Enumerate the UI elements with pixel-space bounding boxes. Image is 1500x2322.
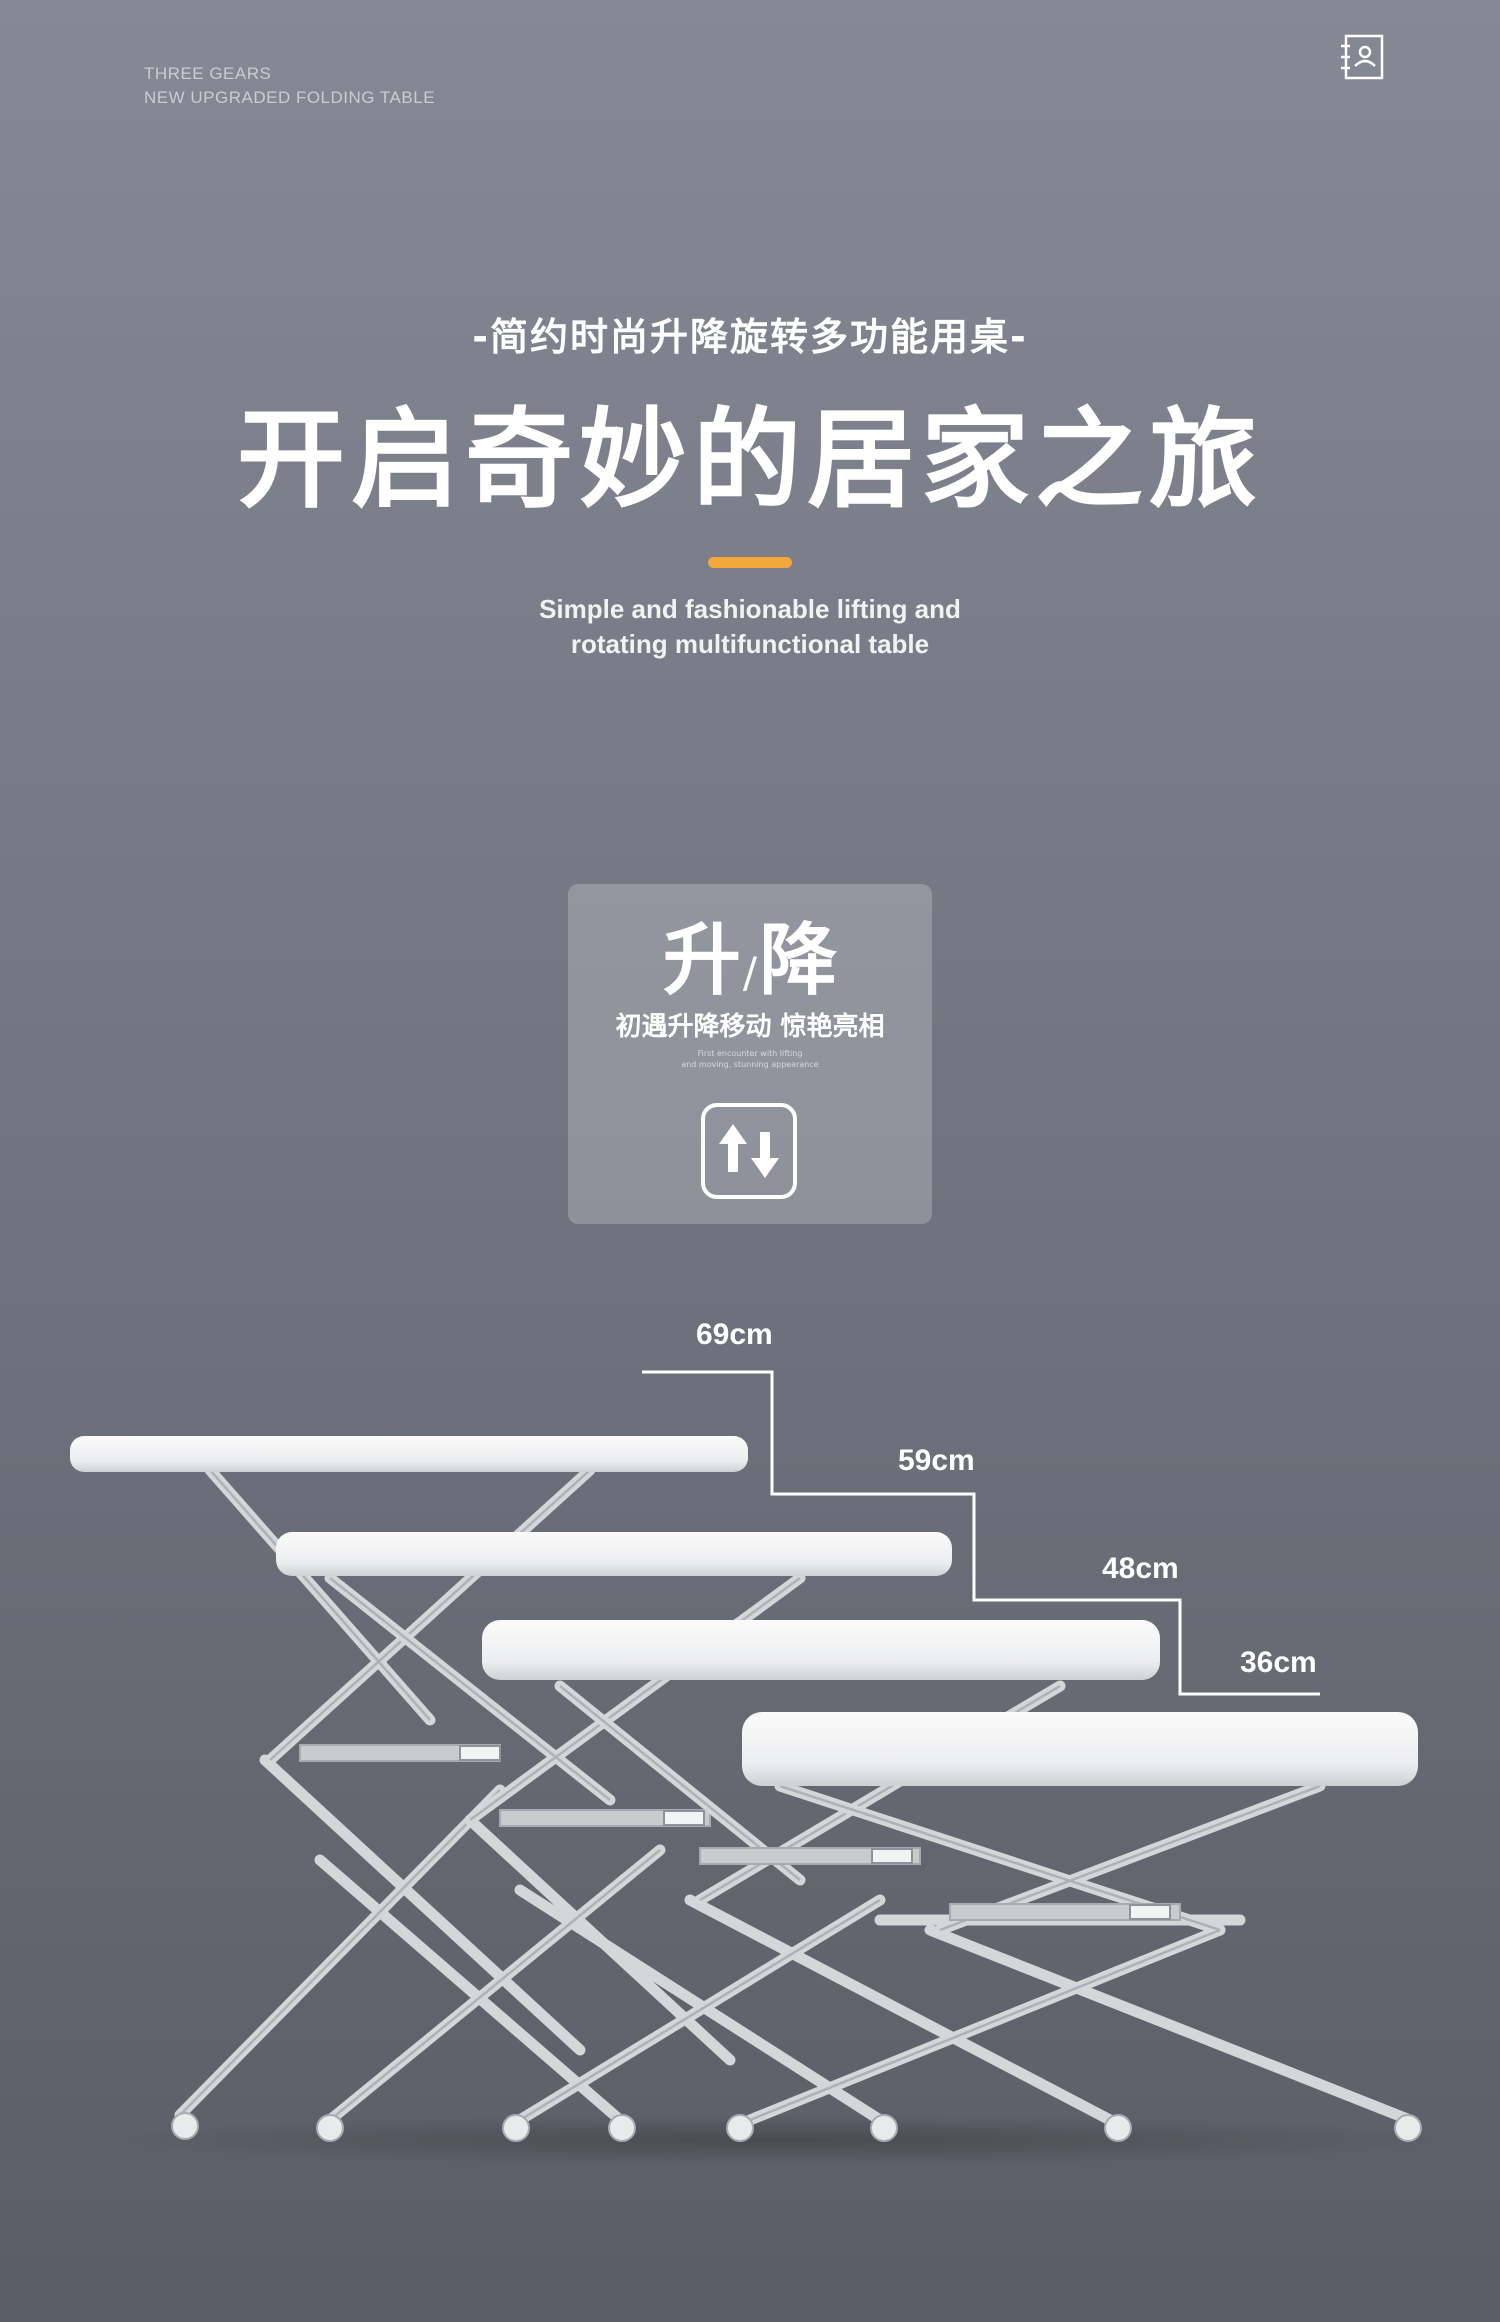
feature-caption: 初遇升降移动 惊艳亮相 (615, 1012, 885, 1042)
headline: 开启奇妙的居家之旅 (236, 398, 1263, 523)
subtitle-chinese: -简约时尚升降旋转多功能用桌- (472, 315, 1028, 359)
height-label-59cm: 59cm (898, 1444, 975, 1477)
brand-text: THREE GEARS NEW UPGRADED FOLDING TABLE (144, 62, 435, 110)
subtitle-english: Simple and fashionable lifting and rotat… (0, 592, 1500, 662)
product-illustration (70, 1370, 1480, 2166)
height-label-48cm: 48cm (1102, 1552, 1179, 1585)
feature-small-text: First encounter with lifting and moving,… (568, 1048, 932, 1070)
brand-line-1: THREE GEARS (144, 64, 272, 83)
contact-book-icon[interactable] (1338, 32, 1386, 82)
brand-line-2: NEW UPGRADED FOLDING TABLE (144, 88, 436, 107)
height-label-69cm: 69cm (696, 1318, 773, 1351)
height-label-36cm: 36cm (1240, 1646, 1317, 1679)
feature-title-up: 升 (662, 916, 741, 1006)
floor-shadow (80, 2114, 1480, 2166)
feature-card: 升/降 初遇升降移动 惊艳亮相 First encounter with lif… (568, 884, 932, 1224)
height-step-lines (642, 1370, 1320, 1696)
feature-title: 升/降 (568, 916, 932, 1018)
table-36cm (726, 1712, 1422, 2142)
feature-title-down: 降 (759, 916, 838, 1006)
feature-title-separator: / (742, 948, 758, 997)
accent-divider (708, 557, 792, 568)
up-down-arrows-icon (701, 1103, 797, 1199)
feature-small-line-2: and moving, stunning appearance (681, 1060, 819, 1069)
subtitle-english-line-2: rotating multifunctional table (570, 629, 930, 659)
table-48cm (482, 1620, 1160, 2142)
feature-small-line-1: First encounter with lifting (697, 1049, 803, 1058)
subtitle-english-line-1: Simple and fashionable lifting and (539, 594, 961, 624)
table-69cm (70, 1436, 748, 2142)
table-59cm (276, 1532, 952, 2142)
